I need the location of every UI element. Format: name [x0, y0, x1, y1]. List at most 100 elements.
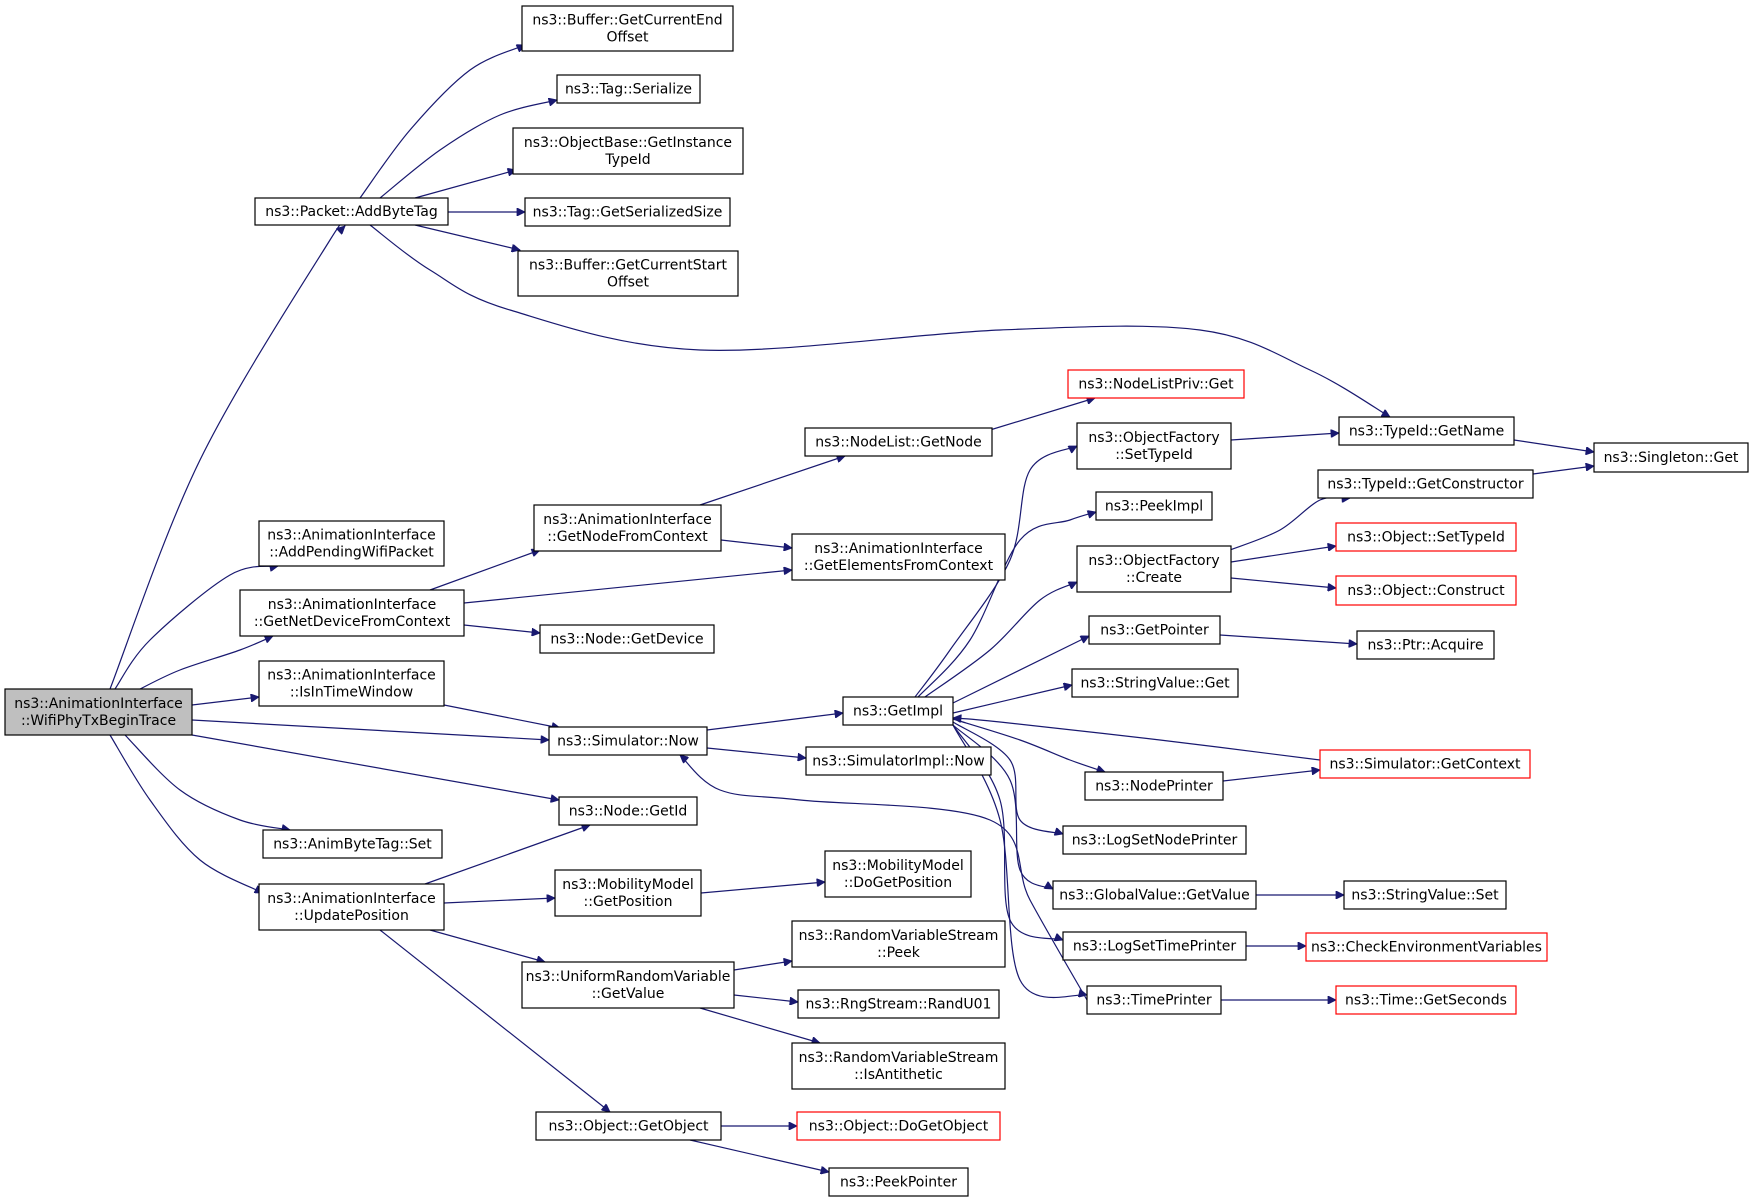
node-label: ::IsAntithetic — [854, 1067, 943, 1083]
node-logsetnp[interactable]: ns3::LogSetNodePrinter — [1062, 825, 1247, 855]
edge-updatepos-to-mobgetpos — [443, 898, 555, 904]
node-getpointer[interactable]: ns3::GetPointer — [1088, 615, 1221, 645]
node-checkenv[interactable]: ns3::CheckEnvironmentVariables — [1305, 932, 1548, 962]
node-nodegetid[interactable]: ns3::Node::GetId — [558, 796, 698, 826]
node-box — [1084, 771, 1224, 801]
node-getelems[interactable]: ns3::AnimationInterface::GetElementsFrom… — [791, 533, 1006, 581]
node-urvget[interactable]: ns3::UniformRandomVariable::GetValue — [521, 961, 735, 1009]
node-animset[interactable]: ns3::AnimByteTag::Set — [262, 829, 443, 859]
node-getnetdev[interactable]: ns3::AnimationInterface::GetNetDeviceFro… — [239, 589, 465, 637]
node-dogetobj[interactable]: ns3::Object::DoGetObject — [796, 1111, 1001, 1141]
node-singleton[interactable]: ns3::Singleton::Get — [1593, 442, 1749, 473]
node-simgetctx[interactable]: ns3::Simulator::GetContext — [1319, 749, 1531, 779]
node-isanti[interactable]: ns3::RandomVariableStream::IsAntithetic — [791, 1042, 1006, 1090]
node-nodeprinter[interactable]: ns3::NodePrinter — [1084, 771, 1224, 801]
edge-mobgetpos-to-mobdoget — [700, 882, 825, 894]
node-label: ns3::Ptr::Acquire — [1367, 638, 1483, 654]
node-mobgetpos[interactable]: ns3::MobilityModel::GetPosition — [554, 869, 702, 917]
node-box — [1317, 469, 1534, 499]
node-simimplnow[interactable]: ns3::SimulatorImpl::Now — [805, 746, 992, 776]
node-addbytetag[interactable]: ns3::Packet::AddByteTag — [254, 197, 449, 226]
edge-nodeprinter-to-simgetctx — [1222, 770, 1320, 782]
edge-addbytetag-to-tag_ser — [379, 100, 557, 199]
node-simnow[interactable]: ns3::Simulator::Now — [548, 726, 708, 756]
node-getnodefc[interactable]: ns3::AnimationInterface::GetNodeFromCont… — [533, 504, 722, 552]
edge-getimpl-to-ofsettid — [914, 445, 1077, 698]
node-tag_size[interactable]: ns3::Tag::GetSerializedSize — [524, 197, 731, 227]
node-box — [824, 850, 972, 898]
node-peekimpl[interactable]: ns3::PeekImpl — [1095, 491, 1213, 521]
node-randu01[interactable]: ns3::RngStream::RandU01 — [797, 989, 1000, 1019]
node-getimpl[interactable]: ns3::GetImpl — [842, 696, 954, 726]
node-timegetsec[interactable]: ns3::Time::GetSeconds — [1335, 985, 1517, 1015]
node-label: ns3::PeekPointer — [840, 1175, 957, 1191]
node-label: ::Create — [1126, 570, 1182, 586]
node-peekptr[interactable]: ns3::PeekPointer — [828, 1167, 969, 1197]
node-nodelistpriv[interactable]: ns3::NodeListPriv::Get — [1067, 369, 1245, 399]
node-mobdoget[interactable]: ns3::MobilityModel::DoGetPosition — [824, 850, 972, 898]
node-timeprinter[interactable]: ns3::TimePrinter — [1086, 985, 1222, 1015]
node-intimewin[interactable]: ns3::AnimationInterface::IsInTimeWindow — [258, 660, 445, 707]
node-box — [239, 589, 465, 637]
edge-getimpl-to-strvalget — [952, 685, 1072, 714]
node-label: ns3::Simulator::GetContext — [1329, 757, 1521, 773]
node-objsettid[interactable]: ns3::Object::SetTypeId — [1335, 522, 1517, 552]
node-box — [1335, 522, 1517, 552]
edge-addbytetag-to-objbase_tid — [414, 170, 516, 199]
node-updatepos[interactable]: ns3::AnimationInterface::UpdatePosition — [258, 883, 445, 931]
edge-updatepos-to-nodegetid — [424, 825, 590, 885]
node-box — [517, 250, 739, 297]
edge-getnetdev-to-getdevice — [463, 624, 540, 633]
node-ofcreate[interactable]: ns3::ObjectFactory::Create — [1076, 545, 1232, 593]
edge-simnow-to-getimpl — [706, 713, 843, 731]
edge-timeprinter-to-simnow — [680, 755, 1088, 1001]
node-label: ns3::Packet::AddByteTag — [265, 204, 438, 220]
node-label: ns3::Object::SetTypeId — [1347, 530, 1505, 546]
node-ofsettid[interactable]: ns3::ObjectFactory::SetTypeId — [1076, 422, 1232, 470]
node-tidgetname[interactable]: ns3::TypeId::GetName — [1338, 416, 1515, 446]
edge-ofsettid-to-tidgetname — [1230, 433, 1339, 441]
node-box — [258, 660, 445, 707]
node-box — [548, 726, 708, 756]
edge-getimpl-to-ofcreate — [924, 581, 1077, 698]
node-label: ns3::SimulatorImpl::Now — [812, 754, 985, 770]
node-rvspeek[interactable]: ns3::RandomVariableStream::Peek — [791, 920, 1006, 968]
edge-root-to-getnetdev — [139, 636, 273, 690]
node-ptracquire[interactable]: ns3::Ptr::Acquire — [1356, 630, 1495, 660]
node-label: ns3::Object::Construct — [1347, 583, 1505, 599]
node-strvalset[interactable]: ns3::StringValue::Set — [1343, 880, 1507, 910]
node-label: ns3::AnimationInterface — [543, 512, 712, 528]
node-objconstruct[interactable]: ns3::Object::Construct — [1335, 575, 1517, 606]
node-label: ns3::AnimationInterface — [814, 541, 983, 557]
edge-updatepos-to-objgetobj — [379, 929, 610, 1112]
node-getdevice[interactable]: ns3::Node::GetDevice — [539, 624, 715, 654]
edge-root-to-intimewin — [191, 697, 259, 706]
node-root[interactable]: ns3::AnimationInterface::WifiPhyTxBeginT… — [4, 688, 193, 736]
node-nodelist[interactable]: ns3::NodeList::GetNode — [804, 427, 993, 457]
edge-root-to-simnow — [191, 719, 549, 740]
node-box — [512, 127, 744, 175]
node-box — [796, 1111, 1001, 1141]
node-objgetobj[interactable]: ns3::Object::GetObject — [535, 1111, 722, 1141]
edge-getnetdev-to-getnodefc — [429, 550, 540, 591]
node-logsettp[interactable]: ns3::LogSetTimePrinter — [1062, 931, 1247, 961]
edge-getimpl-to-logsetnp — [952, 721, 1063, 834]
node-label: ns3::GetImpl — [853, 704, 943, 720]
node-label: ns3::LogSetNodePrinter — [1072, 833, 1238, 849]
nodes-layer: ns3::AnimationInterface::WifiPhyTxBeginT… — [4, 5, 1749, 1197]
node-label: ns3::Tag::GetSerializedSize — [533, 205, 723, 221]
node-gvgetval[interactable]: ns3::GlobalValue::GetValue — [1052, 880, 1257, 910]
edge-getpointer-to-ptracquire — [1219, 634, 1357, 644]
node-strvalget[interactable]: ns3::StringValue::Get — [1071, 668, 1239, 698]
node-label: ns3::Buffer::GetCurrentEnd — [532, 13, 722, 29]
node-box — [791, 533, 1006, 581]
node-addpending[interactable]: ns3::AnimationInterface::AddPendingWifiP… — [258, 520, 445, 567]
node-label: ns3::NodeListPriv::Get — [1078, 377, 1234, 393]
edge-addbytetag-to-buf_start — [414, 224, 520, 250]
node-tidgetctor[interactable]: ns3::TypeId::GetConstructor — [1317, 469, 1534, 499]
node-tag_ser[interactable]: ns3::Tag::Serialize — [556, 74, 701, 104]
node-label: ns3::Node::GetId — [569, 804, 687, 820]
